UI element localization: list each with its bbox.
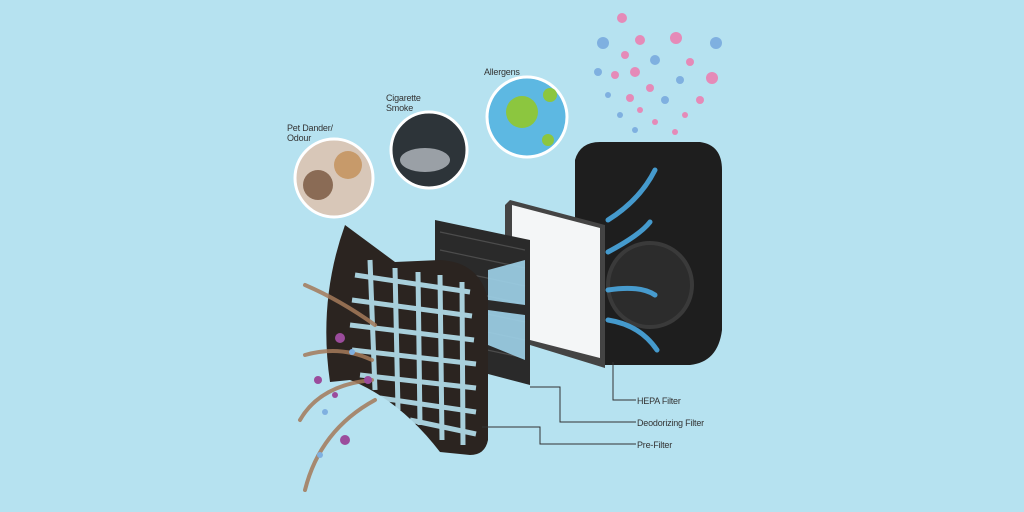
leader-lines [482,362,636,445]
label-hepa-filter: HEPA Filter [637,396,681,406]
airflow-arrows [605,167,660,353]
dirty-air-particles [314,333,372,458]
label-pet-dander: Pet Dander/Odour [287,123,333,143]
pre-filter [326,225,488,455]
label-pre-filter: Pre-Filter [637,440,673,450]
intake-arrows [298,283,377,492]
label-allergens: Allergens [484,67,520,77]
clean-air-particles [594,13,722,135]
fan [606,241,694,329]
label-deodorizing-filter: Deodorizing Filter [637,418,704,428]
